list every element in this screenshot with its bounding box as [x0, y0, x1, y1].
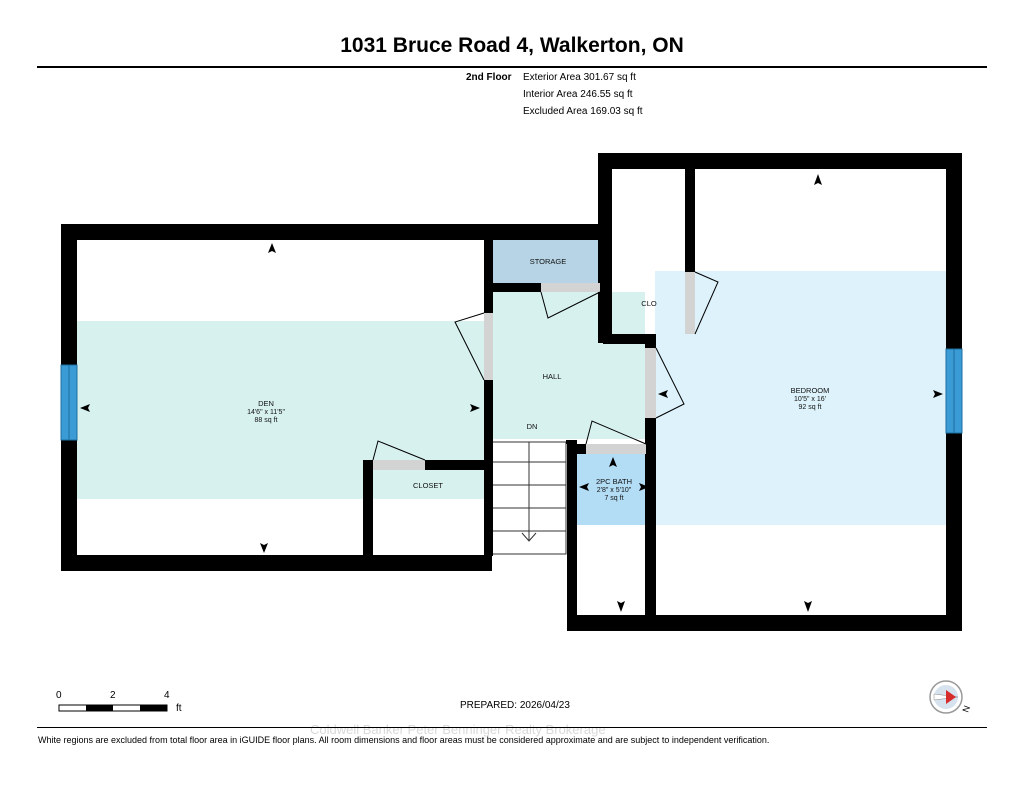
- closet-name: CLOSET: [413, 481, 443, 490]
- den-area: 88 sq ft: [255, 417, 278, 424]
- hall-name: HALL: [543, 372, 562, 381]
- stairs-down-label: DN: [527, 422, 538, 431]
- bath-area: [577, 454, 651, 525]
- storage-area: [493, 240, 603, 283]
- bath-name: 2PC BATH: [596, 477, 632, 486]
- den-name: DEN: [258, 399, 274, 408]
- bath-dims: 2'8" x 5'10": [597, 487, 632, 494]
- bedroom-area-text: 92 sq ft: [799, 404, 822, 411]
- clo-name: CLO: [641, 299, 657, 308]
- door-jambs: [373, 272, 695, 470]
- bath-area-text: 7 sq ft: [604, 495, 623, 502]
- exterior-area: Exterior Area 301.67 sq ft: [523, 72, 636, 83]
- compass-icon: N: [929, 680, 972, 714]
- hall-included-area: [491, 292, 645, 439]
- stairs: [491, 441, 567, 555]
- scale-bar: [58, 704, 168, 712]
- scale-tick-0: 0: [56, 690, 62, 701]
- interior-area: Interior Area 246.55 sq ft: [523, 89, 633, 100]
- brokerage-watermark: Coldwell Banker Peter Benninger Realty B…: [310, 722, 606, 737]
- floor-name: 2nd Floor: [466, 72, 512, 83]
- footer-rule: [37, 727, 987, 728]
- plan-title: 1031 Bruce Road 4, Walkerton, ON: [340, 34, 684, 57]
- scale-unit: ft: [176, 703, 182, 714]
- den-dims: 14'6" x 11'5": [247, 409, 285, 416]
- bedroom-name: BEDROOM: [791, 386, 830, 395]
- door-swings: [372, 271, 719, 461]
- compass-north-label: N: [960, 704, 972, 714]
- dimension-arrows: [80, 174, 943, 612]
- bedroom-dims: 10'5" x 16': [794, 396, 826, 403]
- storage-name: STORAGE: [530, 257, 567, 266]
- excluded-area: Excluded Area 169.03 sq ft: [523, 106, 643, 117]
- header-rule: [37, 66, 987, 68]
- scale-tick-4: 4: [164, 690, 170, 701]
- scale-tick-2: 2: [110, 690, 116, 701]
- bedroom-included-area: [655, 271, 946, 525]
- prepared-date: PREPARED: 2026/04/23: [460, 700, 570, 711]
- disclaimer-text: White regions are excluded from total fl…: [38, 735, 770, 745]
